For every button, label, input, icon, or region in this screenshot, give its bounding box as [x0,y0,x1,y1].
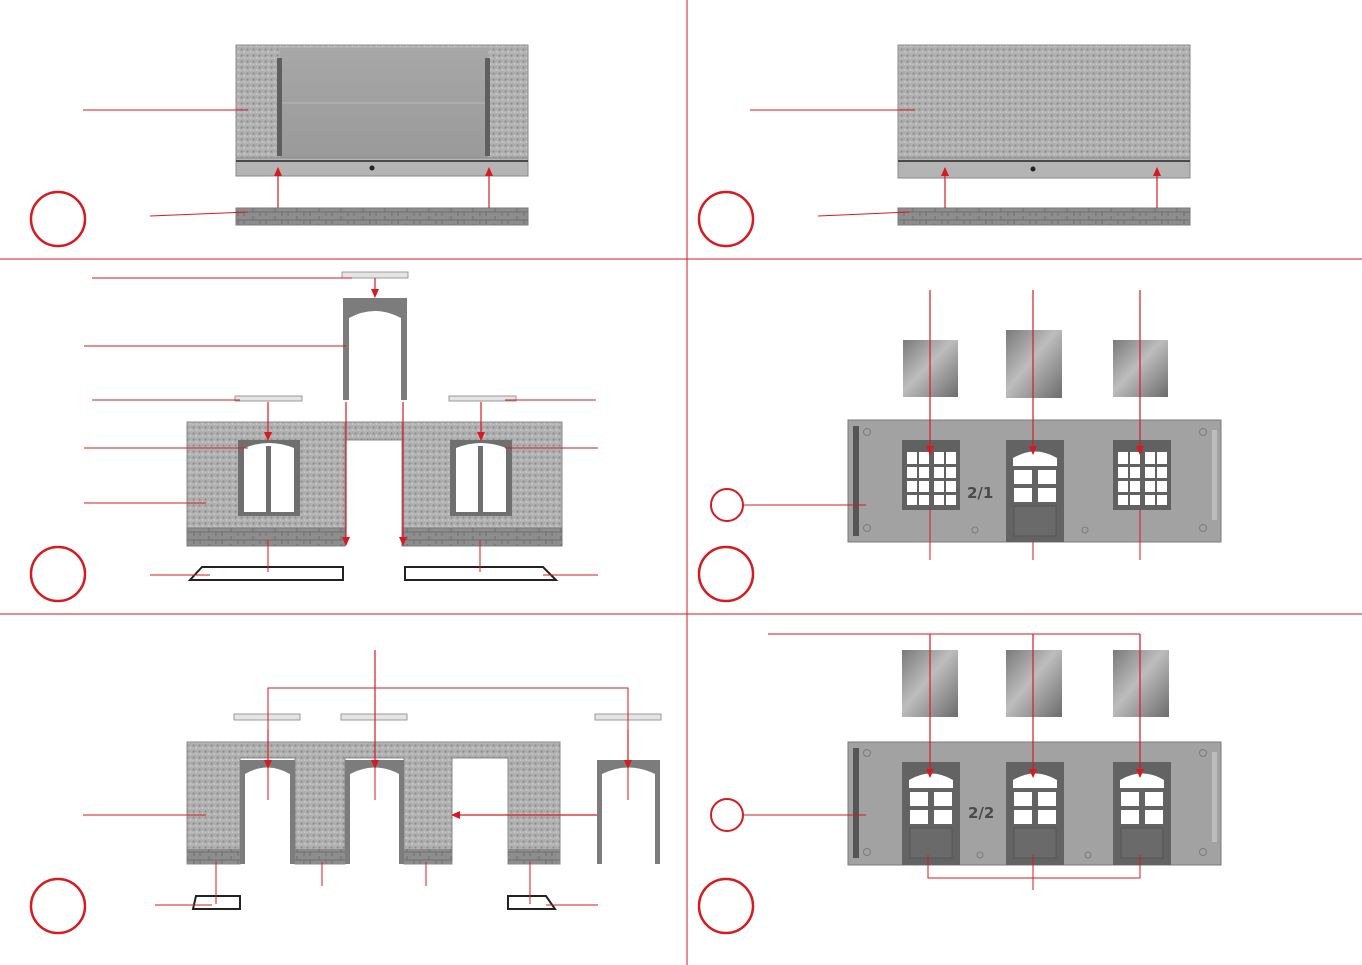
floor-plate-left [190,567,343,580]
door-opening-right [1113,762,1171,865]
door-frame [343,298,407,400]
glazing-pane-right [1113,650,1169,717]
lintel-strip-middle [341,714,407,720]
glazing-pane-middle [1006,330,1062,398]
panel-bottom-right: 2/2 [699,634,1221,933]
panel-middle-left [31,272,598,601]
brick-plinth-strip [898,208,1190,225]
floor-plate-right [508,896,555,909]
lintel-strip-top [342,272,408,278]
door-opening [1006,440,1064,542]
glazing-pane-middle [1006,650,1062,717]
wall-bridge [345,422,402,440]
brick-plinth-strip [236,208,528,225]
door-opening-left [902,762,960,865]
panel-bottom-left [31,650,661,933]
panel-top-left [31,45,528,246]
guide-rail-left [277,58,282,156]
wall-marking: 2/2 [968,804,994,822]
step-circle-icon [699,192,753,246]
lintel-strip-left [235,396,302,401]
panel-middle-right: 2/1 [699,290,1221,601]
step-circle-icon [699,879,753,933]
window-right [450,440,512,516]
step-circle-icon [31,192,85,246]
step-circle-icon [31,547,85,601]
step-circle-icon [699,547,753,601]
door-opening-middle [1006,762,1064,865]
window-left [238,440,300,516]
callout-circle-icon [711,489,743,521]
wall-panel [898,45,1190,163]
lintel-strip-left [234,714,300,720]
callout-circle-icon [711,799,743,831]
guide-rail-right [485,58,490,156]
panel-top-right [699,45,1190,246]
window-opening-left [902,440,960,510]
window-opening-right [1113,440,1171,510]
wall-marking: 2/1 [967,484,993,502]
step-circle-icon [31,879,85,933]
